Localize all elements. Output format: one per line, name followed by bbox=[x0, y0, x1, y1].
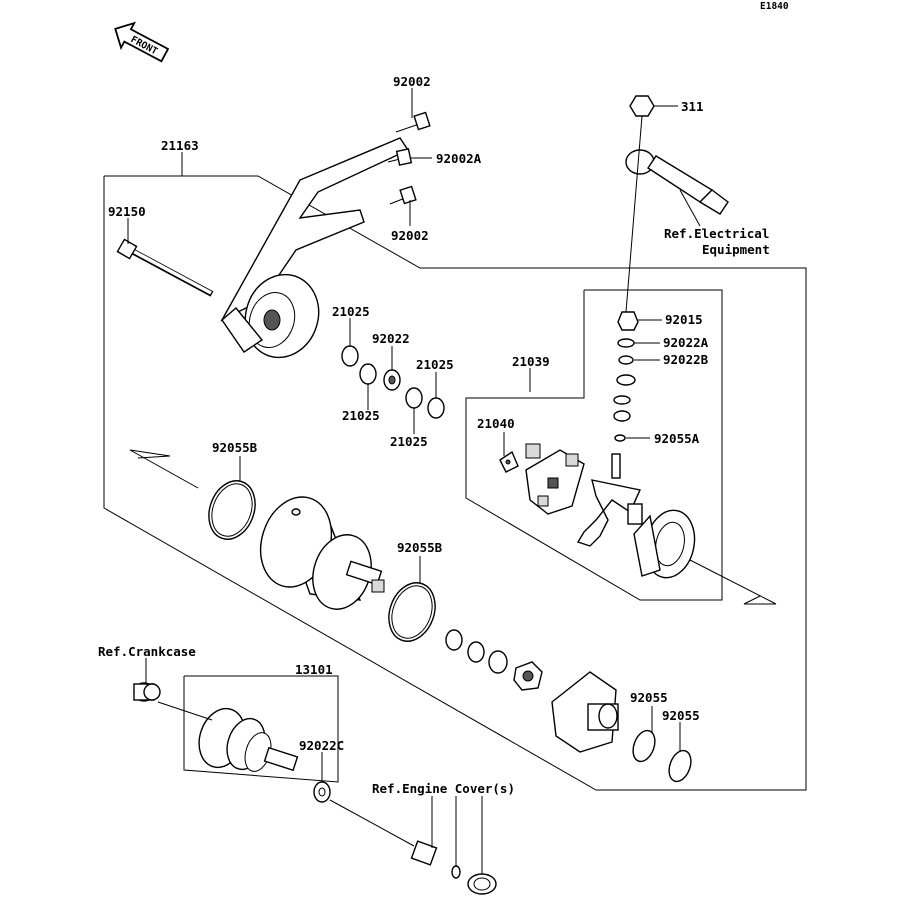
label-92022: 92022 bbox=[372, 331, 410, 346]
label-ref-engine-cover: Ref.Engine Cover(s) bbox=[372, 781, 515, 796]
label-92150: 92150 bbox=[108, 204, 146, 219]
washer-stack-2 bbox=[613, 395, 631, 405]
washer-21025-a bbox=[341, 345, 359, 367]
washer-92022B bbox=[618, 355, 634, 365]
bolt-92002-top bbox=[395, 111, 431, 133]
bolt-92002-lower bbox=[389, 185, 417, 205]
oring-92055-b bbox=[668, 749, 692, 783]
starter-cable-terminal bbox=[625, 149, 729, 215]
oring-92055-a bbox=[632, 729, 656, 763]
brush-plate bbox=[525, 443, 585, 515]
washer-mid-3 bbox=[488, 650, 508, 674]
brush-21040 bbox=[499, 450, 519, 473]
washer-mid-2 bbox=[467, 641, 485, 663]
oring-92055A bbox=[614, 434, 626, 442]
label-311: 311 bbox=[681, 99, 704, 114]
clutch-assembly-outline bbox=[183, 675, 339, 783]
label-92015: 92015 bbox=[665, 312, 703, 327]
crankcase-bushing bbox=[133, 682, 161, 702]
front-direction-arrow: FRONT bbox=[114, 21, 170, 63]
long-bolt-92150 bbox=[116, 238, 214, 297]
assembly-outline bbox=[103, 175, 807, 791]
label-21163: 21163 bbox=[161, 138, 199, 153]
front-end-cover bbox=[551, 671, 619, 753]
spring-and-collar bbox=[410, 840, 497, 895]
label-ref-crankcase: Ref.Crankcase bbox=[98, 644, 196, 659]
washer-mid-1 bbox=[445, 629, 463, 651]
label-92002-top: 92002 bbox=[393, 74, 431, 89]
label-21039: 21039 bbox=[512, 354, 550, 369]
washer-92022A bbox=[617, 338, 635, 348]
nut-92015 bbox=[617, 311, 639, 331]
label-21025-b: 21025 bbox=[416, 357, 454, 372]
label-21025-c: 21025 bbox=[342, 408, 380, 423]
label-92002A: 92002A bbox=[436, 151, 482, 166]
label-92022C: 92022C bbox=[299, 738, 344, 753]
label-13101: 13101 bbox=[295, 662, 333, 677]
diagram-code: E1840 bbox=[760, 1, 789, 12]
planetary-plate bbox=[513, 661, 543, 691]
label-21025-d: 21025 bbox=[390, 434, 428, 449]
label-92055-a: 92055 bbox=[630, 690, 668, 705]
label-92055A: 92055A bbox=[654, 431, 700, 446]
label-92002-mid: 92002 bbox=[391, 228, 429, 243]
oring-92055B-right bbox=[388, 582, 436, 642]
label-ref-electrical-2: Equipment bbox=[702, 242, 770, 257]
leader-lines bbox=[127, 88, 777, 874]
brush-holder bbox=[576, 453, 643, 547]
washer-21025-c bbox=[405, 387, 423, 409]
label-21025-a: 21025 bbox=[332, 304, 370, 319]
label-92022B: 92022B bbox=[663, 352, 709, 367]
label-92055B-left: 92055B bbox=[212, 440, 258, 455]
starter-clutch-gear bbox=[198, 707, 299, 772]
label-92055B-right: 92055B bbox=[397, 540, 443, 555]
starter-motor-body bbox=[259, 496, 385, 610]
label-92022A: 92022A bbox=[663, 335, 709, 350]
oring-92055B-left bbox=[208, 480, 256, 540]
washer-stack-3 bbox=[613, 410, 631, 422]
starter-bracket bbox=[220, 137, 410, 359]
bolt-92002A bbox=[387, 148, 413, 166]
label-92055-b: 92055 bbox=[662, 708, 700, 723]
label-21040: 21040 bbox=[477, 416, 515, 431]
nut-311 bbox=[629, 95, 655, 117]
label-ref-electrical-1: Ref.Electrical bbox=[664, 226, 769, 241]
washer-21025-b bbox=[359, 363, 377, 385]
washer-stack-1 bbox=[616, 374, 636, 386]
brush-assembly-outline bbox=[465, 289, 723, 601]
rear-end-cover bbox=[633, 509, 696, 579]
washer-21025-d bbox=[427, 397, 445, 419]
